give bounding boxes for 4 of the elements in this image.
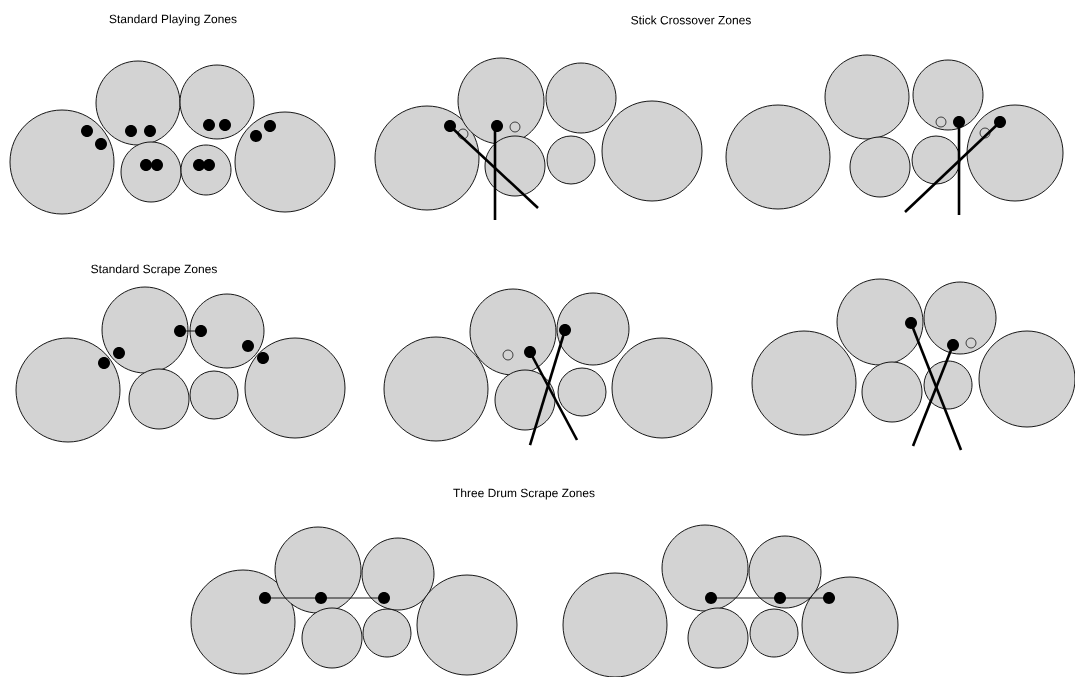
panel-title: Standard Playing Zones bbox=[109, 14, 237, 26]
panel-title: Stick Crossover Zones bbox=[631, 15, 751, 25]
panel-title: Standard Scrape Zones bbox=[91, 264, 217, 276]
panel-title: Three Drum Scrape Zones bbox=[453, 488, 595, 500]
